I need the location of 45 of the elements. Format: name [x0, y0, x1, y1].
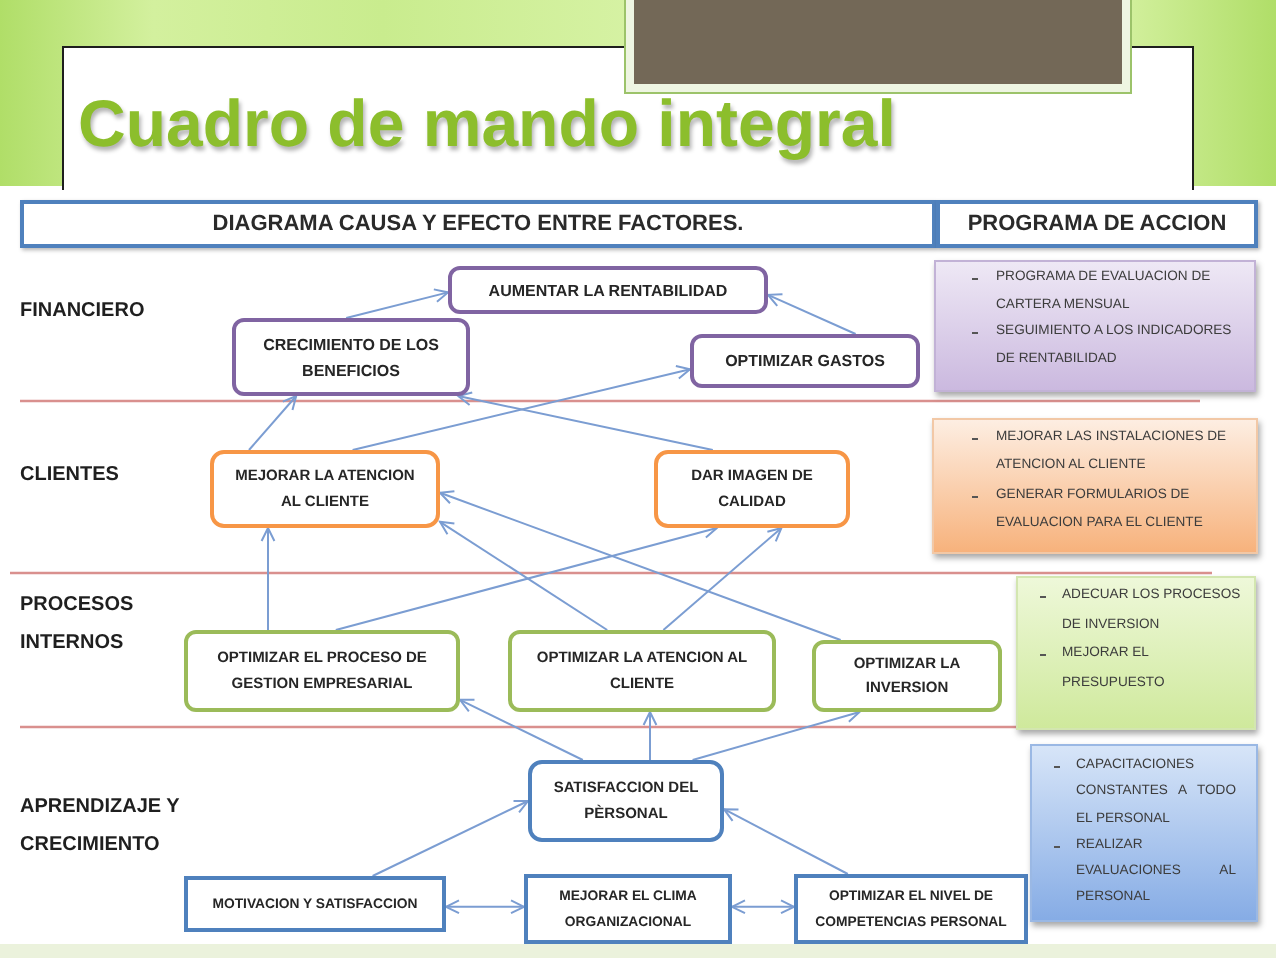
arrow: [459, 698, 584, 761]
objective-box: [654, 450, 850, 528]
arrow: [767, 293, 857, 335]
row-label: FINANCIERO: [20, 298, 147, 326]
objective-box: [184, 876, 446, 932]
box-label: OPTIMIZAR GASTOS: [725, 350, 885, 374]
objective-box: [184, 630, 460, 712]
arrow: [345, 288, 449, 319]
objective-box: [528, 760, 724, 842]
objective-box: [794, 874, 1028, 944]
arrow: [642, 711, 658, 761]
header-text: DIAGRAMA CAUSA Y EFECTO ENTRE FACTORES.: [212, 210, 744, 238]
double-arrow: [731, 899, 795, 915]
double-arrow: [445, 899, 525, 915]
box-label: CRECIMIENTO DE LOS BENEFICIOS: [261, 333, 441, 383]
objective-box: [812, 640, 1002, 712]
objective-box: [210, 450, 440, 528]
objective-box: [232, 318, 470, 396]
objective-box: [690, 334, 920, 388]
slide-title: Cuadro de mando integral: [78, 86, 896, 162]
arrow: [662, 527, 783, 631]
objective-box: [448, 266, 768, 314]
arrow: [457, 391, 714, 451]
action-panel: [932, 418, 1258, 554]
arrow: [334, 524, 718, 631]
objective-box: [524, 874, 732, 944]
box-label: AUMENTAR LA RENTABILIDAD: [488, 279, 728, 303]
action-panel: [1016, 576, 1256, 730]
arrow: [260, 527, 276, 631]
row-label: PROCESOS INTERNOS: [20, 592, 136, 658]
header-box: [20, 200, 936, 248]
arrow: [351, 365, 691, 451]
arrow: [723, 808, 849, 875]
arrow: [371, 799, 529, 877]
header-text: PROGRAMA DE ACCION: [967, 210, 1227, 238]
row-label: CLIENTES: [20, 462, 121, 490]
arrow: [439, 490, 842, 641]
action-panel: [1030, 744, 1258, 922]
arrow: [248, 395, 298, 451]
row-label: APRENDIZAJE Y CRECIMIENTO: [20, 794, 182, 860]
arrow: [691, 708, 861, 761]
action-panel: [934, 260, 1256, 392]
arrow: [439, 520, 609, 631]
header-box: [936, 200, 1258, 248]
objective-box: [508, 630, 776, 712]
